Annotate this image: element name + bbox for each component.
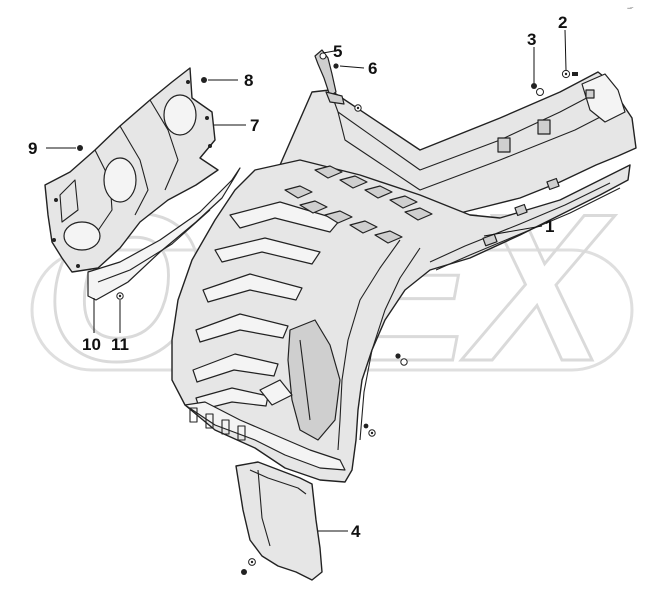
callout-2: 2 [558,13,567,32]
callout-6: 6 [368,59,377,78]
top-blocks [284,165,433,244]
callout-10: 10 [82,335,101,354]
corner-mark: ᐧ̶ᐧ [627,5,634,12]
callout-9: 9 [28,139,37,158]
part-7-inner-liner [44,67,219,273]
part-1-fender-liner [171,71,637,483]
callout-7: 7 [250,116,259,135]
leader-lines [46,29,567,532]
callout-11: 11 [111,335,129,354]
callout-1: 1 [545,217,554,236]
part-10-seal-strip [87,167,241,301]
part-4-mud-flap [235,461,323,581]
callout-4: 4 [351,522,361,541]
callout-8: 8 [244,71,253,90]
callout-5: 5 [333,42,342,61]
callouts: 2 3 5 6 8 7 9 1 4 10 11 [28,13,567,541]
fasteners [77,52,578,575]
callout-3: 3 [527,30,536,49]
arch-ribs [192,201,341,411]
